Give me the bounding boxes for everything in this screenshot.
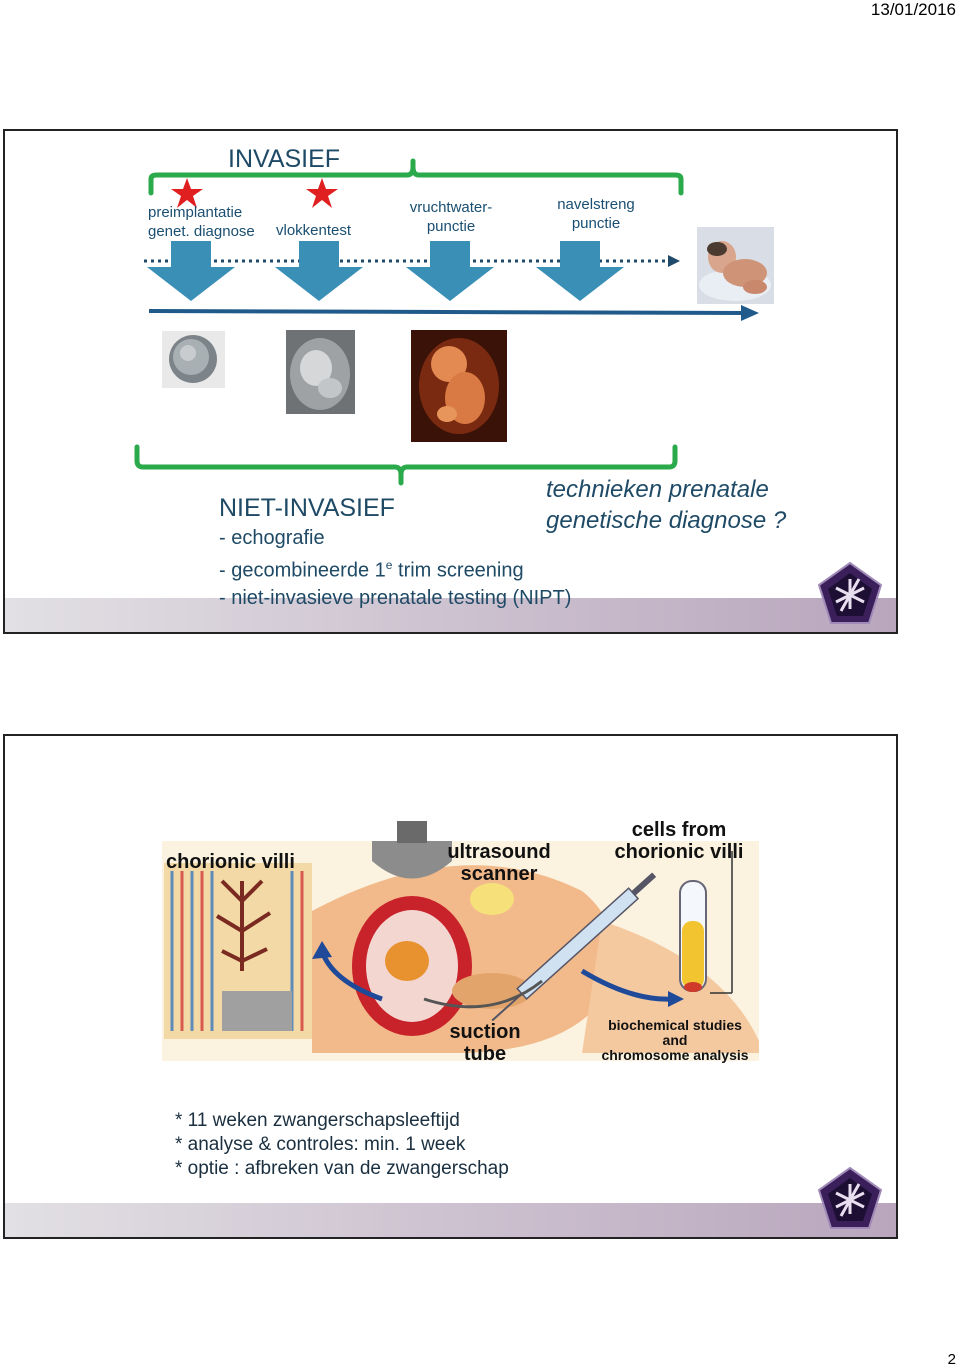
label-ultrasound-scanner: ultrasound scanner bbox=[447, 841, 551, 885]
down-arrow-icon bbox=[536, 241, 624, 301]
procedure-label-vruchtwater: vruchtwater- punctie bbox=[409, 199, 493, 235]
page-number: 2 bbox=[947, 1351, 956, 1368]
slide-1: INVASIEF preimplantatie genet. diagnose … bbox=[3, 129, 898, 634]
niet-invasief-list: - echografie - gecombineerde 1e trim scr… bbox=[219, 525, 571, 612]
list-item: - echografie bbox=[219, 527, 325, 549]
invasief-title: INVASIEF bbox=[228, 145, 341, 173]
procedure-label-vlokkentest: vlokkentest bbox=[276, 222, 352, 239]
label-chorionic-villi: chorionic villi bbox=[166, 851, 295, 873]
timeline-arrow bbox=[148, 305, 759, 321]
embryo-early-photo bbox=[286, 330, 355, 414]
newborn-photo bbox=[697, 227, 774, 304]
invasief-bracket bbox=[148, 158, 684, 196]
technieken-question: technieken prenatale genetische diagnose… bbox=[546, 476, 787, 534]
slide-footer-band bbox=[5, 1203, 896, 1237]
procedure-label-preimplantatie: preimplantatie genet. diagnose bbox=[148, 204, 255, 240]
label-suction-tube: suction tube bbox=[449, 1021, 521, 1065]
niet-invasief-title: NIET-INVASIEF bbox=[219, 494, 395, 522]
list-item: - gecombineerde 1e trim screening bbox=[219, 558, 524, 582]
fetus-photo bbox=[411, 330, 507, 442]
label-cells-from-chorionic-villi: cells from chorionic villi bbox=[614, 819, 744, 863]
university-logo bbox=[817, 561, 883, 624]
list-item: * analyse & controles: min. 1 week bbox=[175, 1134, 466, 1155]
star-icon bbox=[171, 178, 203, 208]
list-item: * optie : afbreken van de zwangerschap bbox=[175, 1158, 509, 1179]
down-arrow-icon bbox=[275, 241, 363, 301]
embryo-cell-photo bbox=[162, 331, 225, 388]
niet-invasief-bracket bbox=[134, 444, 678, 486]
slide-footer-band bbox=[5, 598, 896, 632]
university-logo bbox=[817, 1166, 883, 1229]
header-date: 13/01/2016 bbox=[870, 0, 956, 19]
slide-2: chorionic villi ultrasound scanner cells… bbox=[3, 734, 898, 1239]
list-item: - niet-invasieve prenatale testing (NIPT… bbox=[219, 586, 572, 609]
star-icon bbox=[306, 178, 338, 208]
down-arrow-icon bbox=[147, 241, 235, 301]
label-biochemical-studies: biochemical studies and chromosome analy… bbox=[601, 1017, 749, 1063]
procedure-label-navelstreng: navelstreng punctie bbox=[557, 196, 635, 232]
down-arrow-icon bbox=[406, 241, 494, 301]
dotted-timeline-arrow bbox=[144, 255, 680, 267]
chorionic-villus-sampling-diagram bbox=[162, 821, 759, 1061]
list-item: * 11 weken zwangerschapsleeftijd bbox=[175, 1110, 460, 1131]
facts-list: * 11 weken zwangerschapsleeftijd * analy… bbox=[175, 1109, 509, 1181]
